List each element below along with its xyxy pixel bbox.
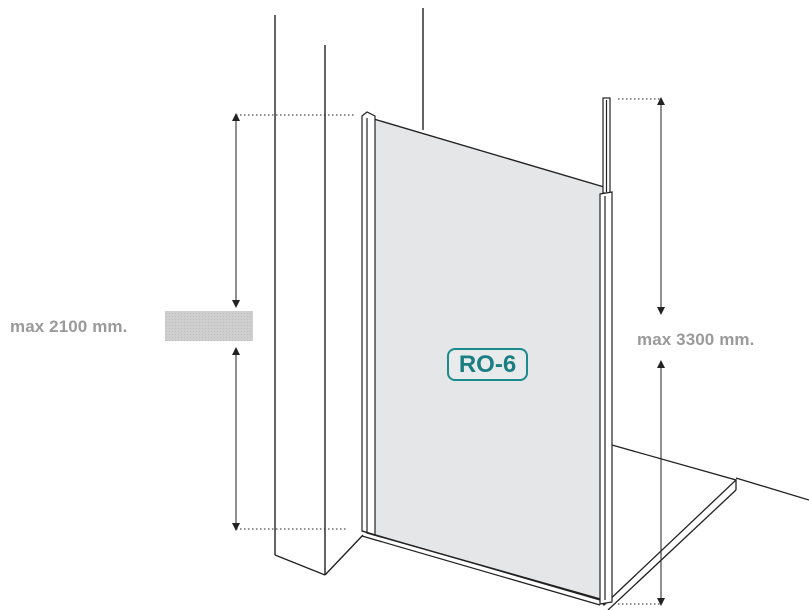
arrow-up-icon bbox=[232, 113, 240, 121]
arrow-up-icon bbox=[232, 347, 240, 355]
height-swatch bbox=[165, 311, 253, 341]
bottom-profile bbox=[361, 530, 601, 606]
arrow-down-icon bbox=[232, 523, 240, 531]
right-dimension bbox=[618, 98, 662, 605]
arrow-down-icon bbox=[657, 307, 665, 315]
right-height-label: max 3300 mm. bbox=[637, 330, 755, 349]
model-badge: RO-6 bbox=[447, 348, 528, 381]
wall-column bbox=[274, 15, 364, 576]
arrow-down-icon bbox=[232, 300, 240, 308]
arrow-up-icon bbox=[657, 360, 665, 368]
left-dimension bbox=[235, 114, 355, 530]
left-height-label: max 2100 mm. bbox=[10, 317, 128, 336]
shower-tray bbox=[599, 444, 809, 610]
wall-profile bbox=[361, 111, 376, 536]
support-bar bbox=[599, 97, 613, 605]
arrow-up-icon bbox=[657, 97, 665, 105]
arrow-down-icon bbox=[657, 598, 665, 606]
